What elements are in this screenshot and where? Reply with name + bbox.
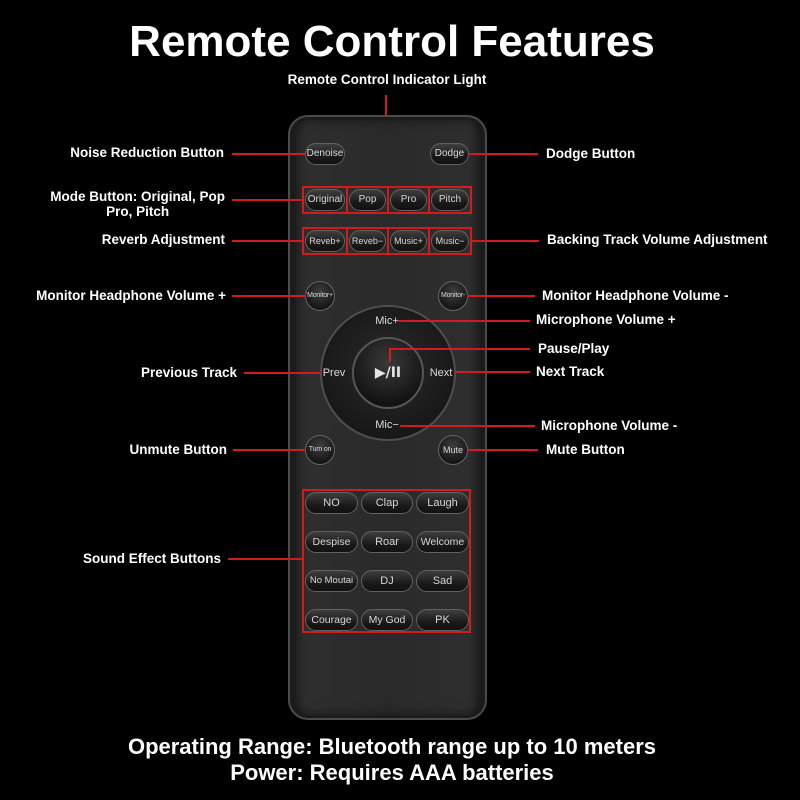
mode-divider bbox=[387, 186, 389, 214]
callout-unmute: Unmute Button bbox=[129, 442, 227, 457]
dpad-prev-label: Prev bbox=[322, 367, 346, 379]
callout-backing-track: Backing Track Volume Adjustment bbox=[547, 232, 768, 247]
sound-effects-highlight bbox=[302, 489, 471, 633]
dodge-button: Dodge bbox=[430, 143, 469, 165]
callout-line-unmute bbox=[233, 449, 306, 451]
callout-next-track: Next Track bbox=[536, 364, 605, 379]
callout-line-dodge bbox=[469, 153, 538, 155]
reverb-minus-button: Reveb− bbox=[349, 230, 386, 252]
callout-mic-plus: Microphone Volume + bbox=[536, 312, 676, 327]
callout-line-noise-reduction bbox=[232, 153, 306, 155]
mode-pop-button: Pop bbox=[349, 189, 386, 211]
callout-mode-line-1: Mode Button: Original, Pop bbox=[50, 189, 225, 204]
page-title: Remote Control Features bbox=[129, 17, 655, 66]
sound-effect-welcome-button: Welcome bbox=[416, 531, 469, 553]
callout-line-monitor-plus bbox=[232, 295, 306, 297]
denoise-button: Denoise bbox=[305, 143, 345, 165]
sound-effect-laugh-button: Laugh bbox=[416, 492, 469, 514]
callout-line-mic-minus bbox=[400, 425, 535, 427]
callout-mode: Mode Button: Original, Pop Pro, Pitch bbox=[50, 189, 225, 219]
play-pause-icon: ▶/II bbox=[374, 365, 402, 381]
callout-line-monitor-minus bbox=[467, 295, 535, 297]
callout-line-mic-plus bbox=[398, 320, 530, 322]
music-plus-button: Music+ bbox=[390, 230, 427, 252]
indicator-light-label: Remote Control Indicator Light bbox=[287, 72, 487, 87]
callout-noise-reduction: Noise Reduction Button bbox=[70, 145, 224, 160]
sound-effect-no-button: NO bbox=[305, 492, 358, 514]
callout-monitor-plus: Monitor Headphone Volume + bbox=[36, 288, 226, 303]
music-minus-button: Music− bbox=[431, 230, 469, 252]
callout-mute: Mute Button bbox=[546, 442, 625, 457]
operating-range-text: Operating Range: Bluetooth range up to 1… bbox=[127, 734, 657, 759]
dpad-next-label: Next bbox=[429, 367, 453, 379]
callout-monitor-minus: Monitor Headphone Volume - bbox=[542, 288, 729, 303]
adjust-divider bbox=[387, 227, 389, 255]
mode-divider bbox=[428, 186, 430, 214]
mode-pro-button: Pro bbox=[390, 189, 427, 211]
callout-line-next bbox=[455, 371, 530, 373]
sound-effect-pk-button: PK bbox=[416, 609, 469, 631]
callout-previous-track: Previous Track bbox=[140, 365, 237, 380]
callout-line-sound-effects bbox=[228, 558, 303, 560]
sound-effect-sad-button: Sad bbox=[416, 570, 469, 592]
sound-effect-dj-button: DJ bbox=[361, 570, 413, 592]
callout-mode-line-2: Pro, Pitch bbox=[106, 204, 170, 219]
mute-button: Mute bbox=[438, 435, 468, 465]
callout-reverb: Reverb Adjustment bbox=[101, 232, 225, 247]
sound-effect-my-god-button: My God bbox=[361, 609, 413, 631]
adjust-divider bbox=[428, 227, 430, 255]
callout-line-pause-play bbox=[389, 348, 530, 350]
callout-dodge: Dodge Button bbox=[546, 146, 636, 161]
mode-divider bbox=[346, 186, 348, 214]
turn-on-button: Turn on bbox=[305, 435, 335, 465]
mode-original-button: Original bbox=[305, 189, 345, 211]
callout-line-reverb bbox=[232, 240, 303, 242]
sound-effect-despise-button: Despise bbox=[305, 531, 358, 553]
callout-sound-effects: Sound Effect Buttons bbox=[83, 551, 221, 566]
dpad-mic-minus-label: Mic− bbox=[375, 419, 399, 431]
callout-line-backing-track bbox=[471, 240, 539, 242]
callout-line-indicator-light bbox=[385, 95, 387, 116]
callout-line-mode bbox=[232, 199, 303, 201]
dpad-mic-plus-label: Mic+ bbox=[375, 315, 399, 327]
reverb-plus-button: Reveb+ bbox=[305, 230, 345, 252]
adjust-divider bbox=[346, 227, 348, 255]
callout-pause-play: Pause/Play bbox=[538, 341, 610, 356]
sound-effect-clap-button: Clap bbox=[361, 492, 413, 514]
power-text: Power: Requires AAA batteries bbox=[230, 760, 554, 785]
mode-pitch-button: Pitch bbox=[431, 189, 469, 211]
callout-mic-minus: Microphone Volume - bbox=[541, 418, 678, 433]
monitor-minus-button: Monitor- bbox=[438, 281, 468, 311]
sound-effect-roar-button: Roar bbox=[361, 531, 413, 553]
callout-line-previous bbox=[244, 372, 321, 374]
callout-line-pause-play-drop bbox=[389, 348, 391, 362]
monitor-plus-button: Monitor+ bbox=[305, 281, 335, 311]
sound-effect-no-moutai-button: No Moutai bbox=[305, 570, 358, 592]
callout-line-mute bbox=[467, 449, 538, 451]
sound-effect-courage-button: Courage bbox=[305, 609, 358, 631]
